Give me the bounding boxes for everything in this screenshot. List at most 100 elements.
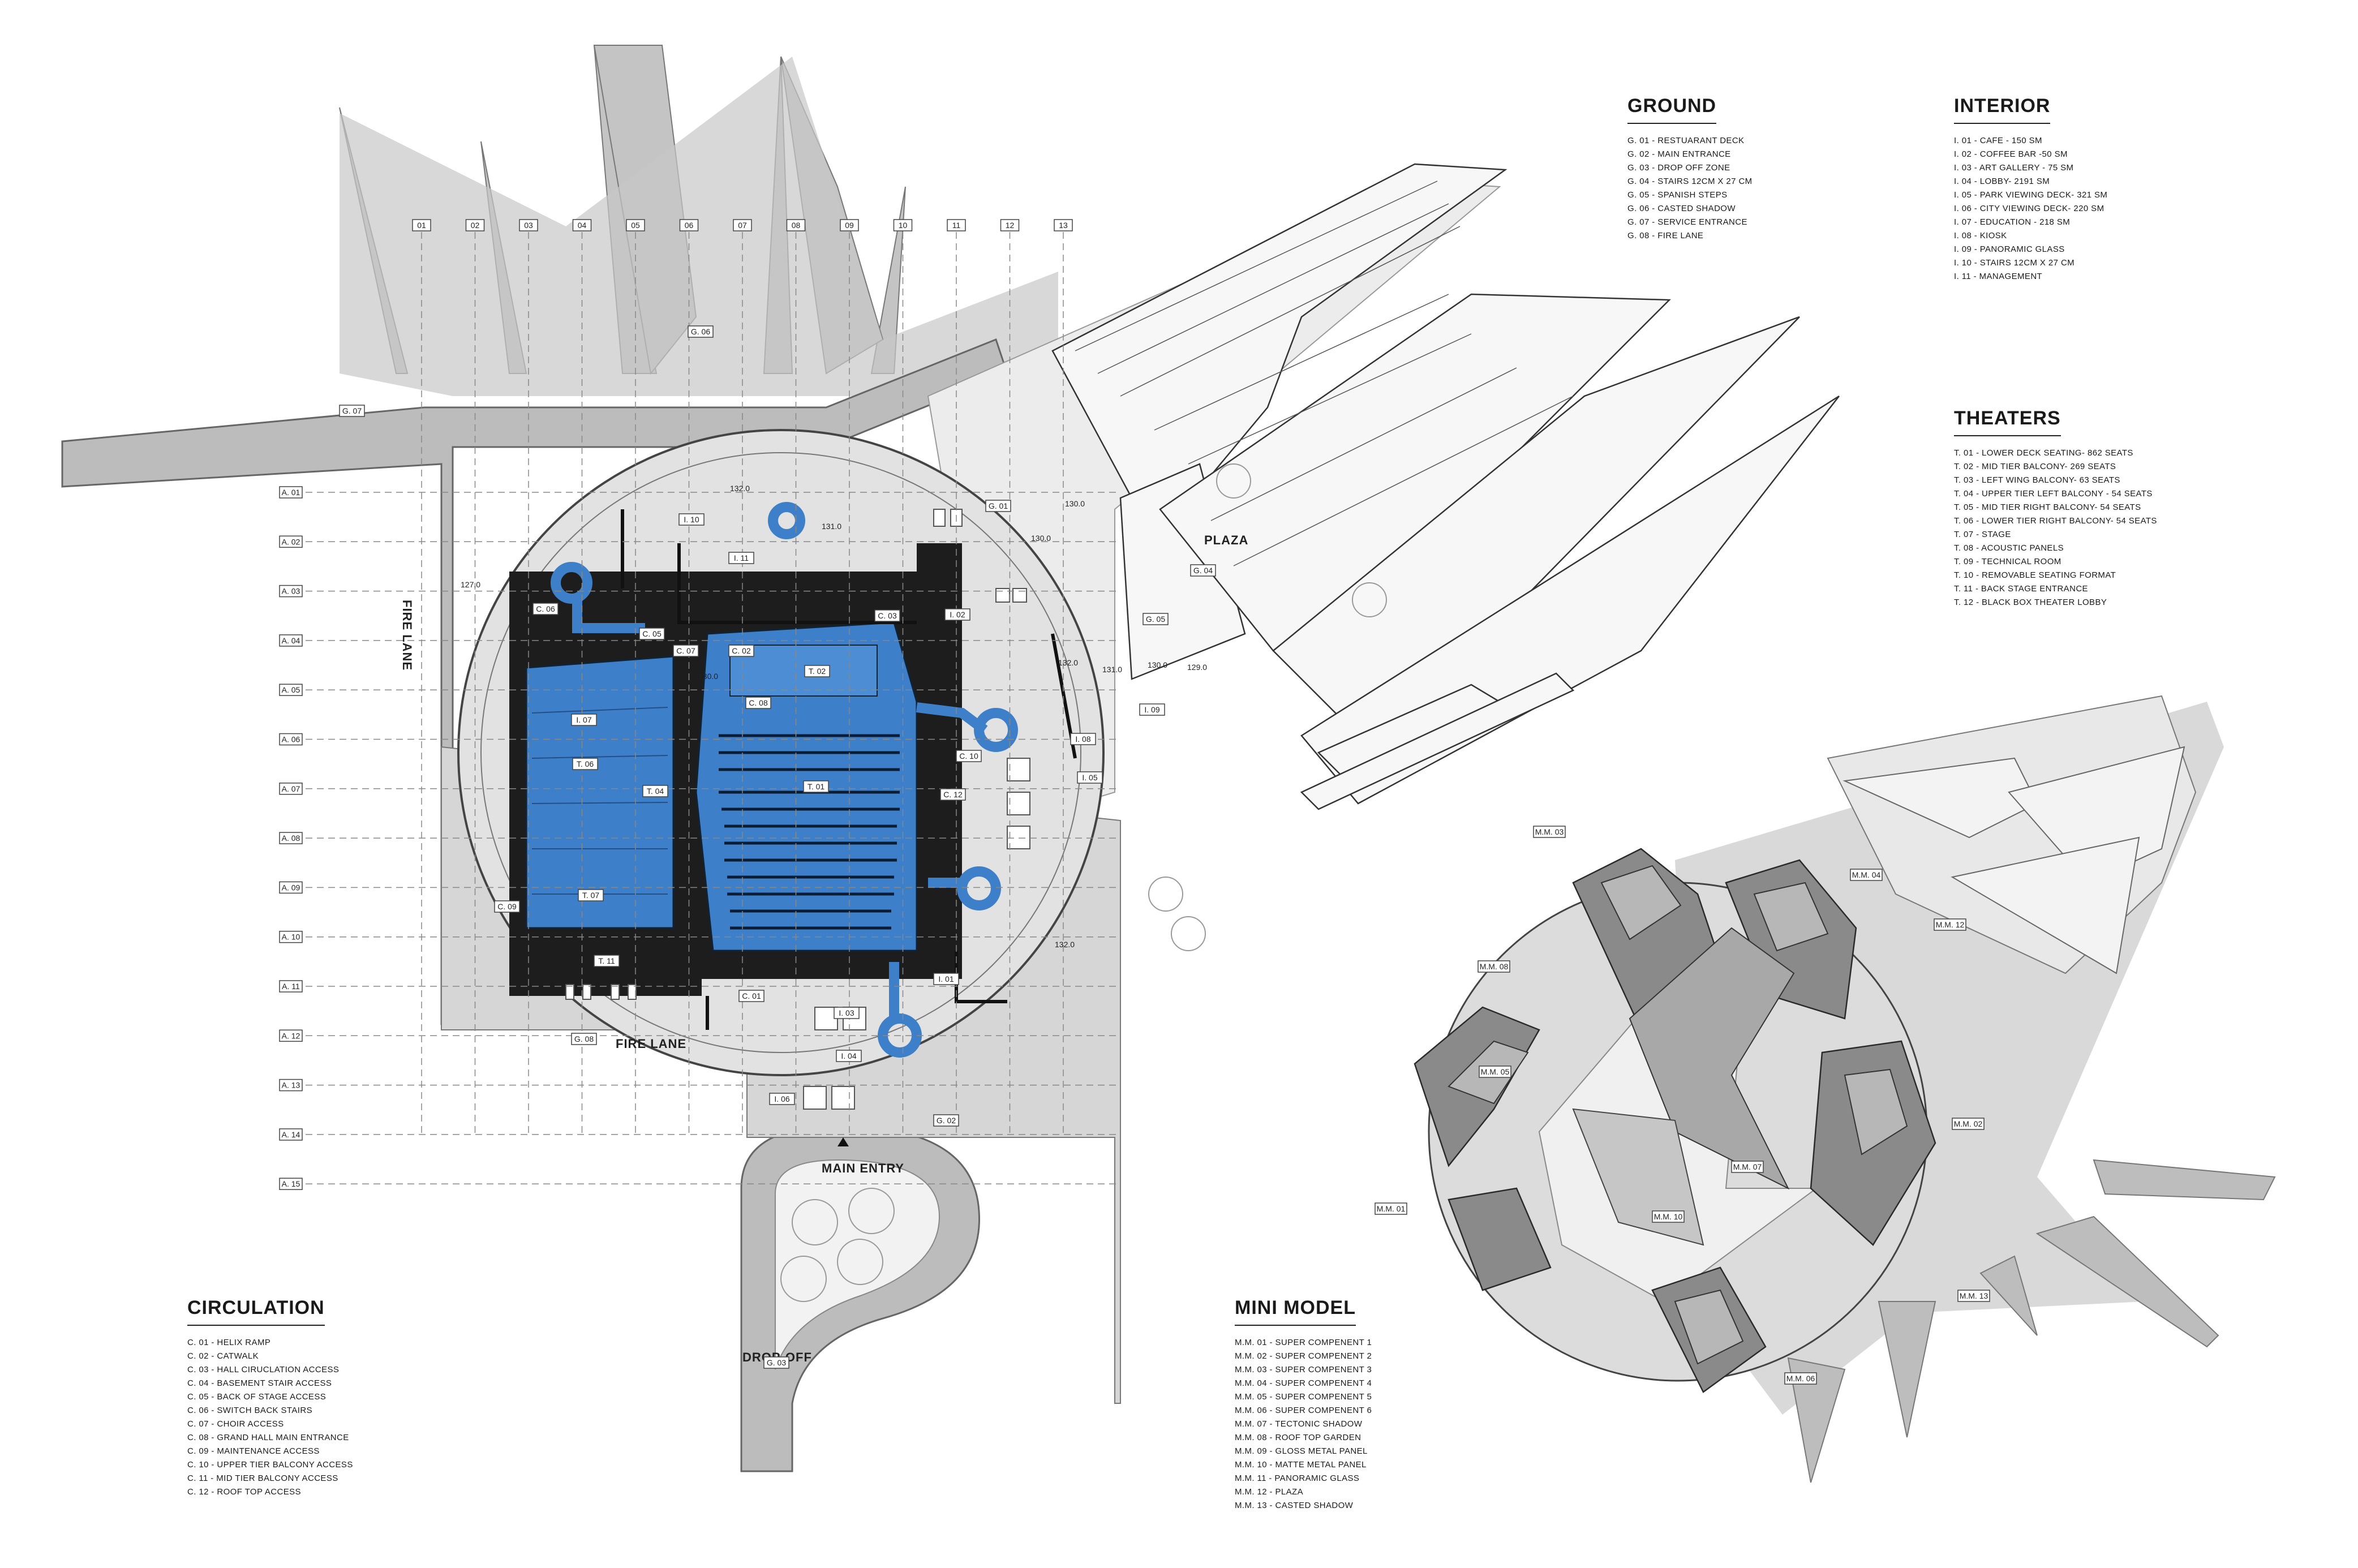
legend-interior-item: I. 04 - LOBBY- 2191 SM (1954, 177, 2050, 186)
svg-text:I. 05: I. 05 (1082, 773, 1097, 782)
svg-text:G. 07: G. 07 (342, 406, 362, 415)
legend-theaters-item: T. 07 - STAGE (1954, 530, 2011, 539)
model-tag-mm01: M.M. 01 (1375, 1202, 1407, 1215)
svg-text:M.M. 02: M.M. 02 (1954, 1119, 1983, 1128)
svg-text:10: 10 (899, 221, 908, 230)
legend-mini-model-item: M.M. 03 - SUPER COMPENENT 3 (1235, 1365, 1372, 1374)
grid-row-tag: A. 12 (279, 1029, 303, 1042)
plan-tags: G. 01G. 02G. 03G. 04G. 05G. 06G. 07G. 08… (339, 325, 1216, 1369)
elevation-label: 132.0 (1055, 940, 1075, 949)
legend-theaters-item: T. 05 - MID TIER RIGHT BALCONY- 54 SEATS (1954, 502, 2141, 512)
grid-row-tag: A. 04 (279, 634, 303, 647)
legend-mini-model-item: M.M. 12 - PLAZA (1235, 1487, 1304, 1497)
grid-lines (306, 232, 1120, 1184)
svg-text:M.M. 10: M.M. 10 (1654, 1212, 1683, 1221)
svg-text:11: 11 (952, 221, 961, 230)
svg-text:M.M. 08: M.M. 08 (1480, 962, 1509, 971)
grid-row-tag: A. 10 (279, 930, 303, 943)
model-tag-mm02: M.M. 02 (1952, 1118, 1985, 1130)
plan-tag-c10: C. 10 (956, 750, 982, 762)
grid-column-tag: 11 (947, 219, 966, 231)
legend-interior-item: I. 10 - STAIRS 12CM X 27 CM (1954, 258, 2075, 268)
plan-tag-g01: G. 01 (985, 500, 1011, 512)
svg-text:A. 10: A. 10 (282, 933, 300, 942)
svg-text:A. 15: A. 15 (282, 1179, 300, 1188)
grid-row-tag: A. 02 (279, 535, 303, 548)
legend-mini-model-item: M.M. 01 - SUPER COMPENENT 1 (1235, 1338, 1372, 1347)
model-tag-mm05: M.M. 05 (1479, 1066, 1511, 1078)
plan-tag-i04: I. 04 (836, 1050, 862, 1062)
legend-theaters-item: T. 09 - TECHNICAL ROOM (1954, 557, 2061, 566)
plan-tag-c05: C. 05 (639, 628, 665, 640)
svg-text:13: 13 (1059, 221, 1068, 230)
legend-theaters-item: T. 11 - BACK STAGE ENTRANCE (1954, 584, 2088, 594)
plan-tag-i09: I. 09 (1139, 703, 1165, 716)
svg-text:C. 03: C. 03 (878, 611, 897, 620)
plan-tag-g07: G. 07 (339, 405, 365, 417)
model-tag-mm13: M.M. 13 (1957, 1290, 1990, 1302)
svg-text:C. 01: C. 01 (742, 991, 761, 1000)
hall-seating (719, 734, 900, 930)
svg-text:G. 04: G. 04 (1193, 566, 1213, 575)
plan-tag-g02: G. 02 (933, 1114, 959, 1127)
svg-text:G. 01: G. 01 (989, 501, 1008, 510)
legend-circulation-item: C. 12 - ROOF TOP ACCESS (187, 1487, 301, 1497)
svg-text:A. 05: A. 05 (282, 685, 300, 694)
legend-theaters-item: T. 10 - REMOVABLE SEATING FORMAT (1954, 570, 2116, 580)
plan-tag-c08: C. 08 (745, 697, 771, 709)
grid-row-tag: A. 14 (279, 1128, 303, 1141)
plan-tag-t01: T. 01 (803, 780, 829, 793)
plan-tag-c01: C. 01 (738, 990, 764, 1002)
grid-row-tag: A. 13 (279, 1079, 303, 1092)
plan-tag-g05: G. 05 (1143, 613, 1169, 625)
legend-interior-item: I. 08 - KIOSK (1954, 231, 2007, 240)
svg-text:T. 02: T. 02 (809, 667, 826, 676)
grid-row-tag: A. 03 (279, 585, 303, 598)
elevation-label: 130.0 (1148, 660, 1167, 669)
legend-theaters-item: T. 01 - LOWER DECK SEATING- 862 SEATS (1954, 448, 2133, 458)
legend-mini-model-item: M.M. 02 - SUPER COMPENENT 2 (1235, 1351, 1372, 1361)
grid-column-tag: 04 (572, 219, 592, 231)
legend-interior-item: I. 07 - EDUCATION - 218 SM (1954, 217, 2071, 227)
svg-text:T. 11: T. 11 (598, 956, 615, 965)
svg-text:C. 06: C. 06 (536, 604, 555, 613)
plan-tag-g08: G. 08 (571, 1033, 597, 1045)
svg-text:I. 10: I. 10 (684, 515, 699, 524)
svg-text:C. 05: C. 05 (642, 629, 662, 638)
svg-text:I. 03: I. 03 (839, 1008, 854, 1017)
svg-text:12: 12 (1006, 221, 1015, 230)
svg-text:A. 11: A. 11 (282, 982, 300, 991)
svg-text:M.M. 05: M.M. 05 (1481, 1067, 1510, 1076)
legend-ground-item: G. 07 - SERVICE ENTRANCE (1627, 217, 1747, 227)
legend-mini-model-item: M.M. 11 - PANORAMIC GLASS (1235, 1474, 1360, 1483)
legend-interior-item: I. 02 - COFFEE BAR -50 SM (1954, 149, 2068, 159)
legend-mini-model-item: M.M. 07 - TECTONIC SHADOW (1235, 1419, 1363, 1429)
legend-mini-model-list: M.M. 01 - SUPER COMPENENT 1 M.M. 02 - SUP… (1235, 1336, 1372, 1513)
model-tag-mm10: M.M. 10 (1652, 1210, 1685, 1223)
grid-column-tag: 08 (786, 219, 806, 231)
legend-theaters-item: T. 08 - ACOUSTIC PANELS (1954, 543, 2064, 553)
svg-text:08: 08 (792, 221, 801, 230)
grid-row-tag: A. 06 (279, 733, 303, 746)
legend-interior-item: I. 01 - CAFE - 150 SM (1954, 136, 2042, 145)
legend-circulation-title: CIRCULATION (187, 1297, 325, 1326)
svg-text:A. 03: A. 03 (282, 587, 300, 596)
grid-column-tag: 09 (840, 219, 859, 231)
grid-column-tag: 01 (412, 219, 431, 231)
legend-circulation-item: C. 02 - CATWALK (187, 1351, 259, 1361)
svg-text:T. 04: T. 04 (647, 787, 664, 796)
model-tag-mm03: M.M. 03 (1533, 826, 1566, 838)
svg-text:03: 03 (524, 221, 533, 230)
plan-tag-t04: T. 04 (642, 785, 668, 797)
grid-column-tag: 03 (519, 219, 538, 231)
svg-text:T. 01: T. 01 (808, 782, 825, 791)
elevation-label: 127.0 (461, 580, 480, 589)
svg-text:T. 07: T. 07 (582, 891, 600, 900)
grid-column-tag: 12 (1000, 219, 1020, 231)
svg-text:01: 01 (417, 221, 426, 230)
elevation-label: 130.0 (1065, 499, 1085, 508)
grid-row-tag: A. 08 (279, 832, 303, 844)
legend-theaters: THEATERS T. 01 - LOWER DECK SEATING- 862… (1954, 407, 2157, 609)
